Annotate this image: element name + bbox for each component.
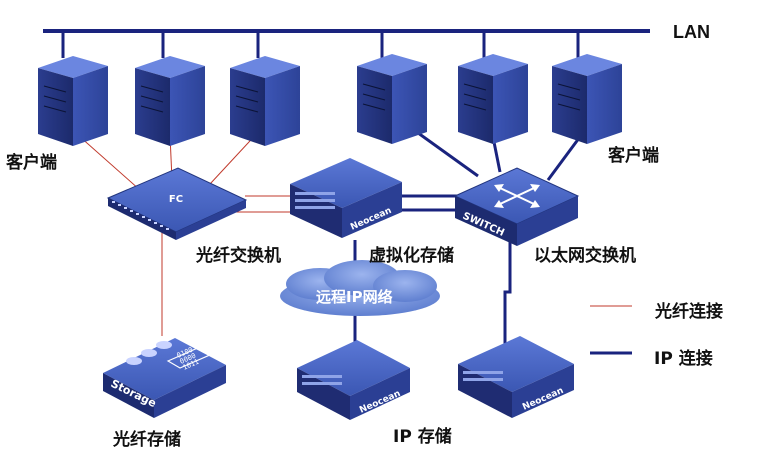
cloud-label: 远程IP网络 xyxy=(316,288,393,306)
client-server-6 xyxy=(552,54,622,144)
lan-label: LAN xyxy=(673,22,710,42)
fc-switch-badge: FC xyxy=(169,194,183,205)
virtual-storage-label: 虚拟化存储 xyxy=(369,246,454,266)
client-server-4 xyxy=(357,54,427,144)
legend xyxy=(590,305,632,355)
client-server-2 xyxy=(135,56,205,146)
ethernet-switch-label: 以太网交换机 xyxy=(534,246,636,266)
fiber-storage-label: 光纤存储 xyxy=(113,430,181,450)
client-server-5 xyxy=(458,54,528,144)
switch-arrows-icon xyxy=(494,184,540,208)
virtual-storage-device: Neocean xyxy=(290,158,402,238)
client-server-1 xyxy=(38,56,108,146)
ip-storage-device-1: Neocean xyxy=(297,340,410,420)
legend-ip-label: IP 连接 xyxy=(654,349,713,369)
ethernet-switch: SWITCH xyxy=(453,167,580,246)
lan-bus xyxy=(43,29,650,58)
ip-links xyxy=(353,118,587,352)
clients-left-label: 客户端 xyxy=(6,153,57,173)
client-server-3 xyxy=(230,56,300,146)
fiber-storage-device: 0100 0000 1011 Storage xyxy=(103,338,226,418)
legend-fiber-label: 光纤连接 xyxy=(655,302,723,322)
clients-right-label: 客户端 xyxy=(608,146,659,166)
fc-switch-label: 光纤交换机 xyxy=(196,246,281,266)
ip-storage-label: IP 存储 xyxy=(393,427,452,447)
disk-icons xyxy=(126,341,172,365)
remote-ip-network-cloud xyxy=(280,260,440,316)
fc-switch: FC xyxy=(106,167,248,240)
ip-storage-device-2: Neocean xyxy=(458,336,574,418)
